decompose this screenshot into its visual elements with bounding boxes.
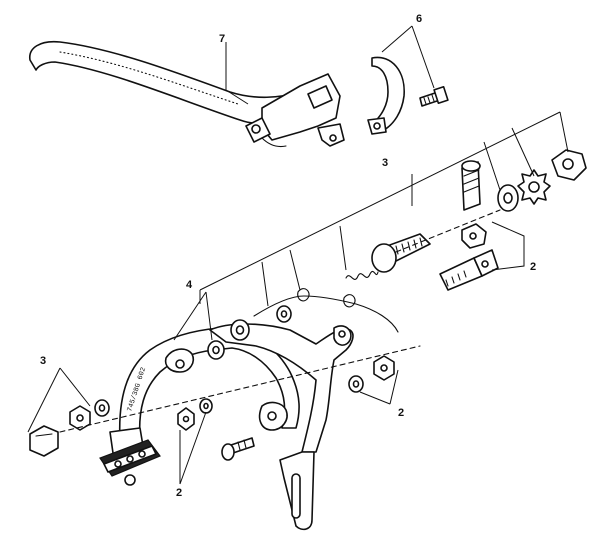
- washer-left: [94, 399, 110, 417]
- front-caliper-arm: [118, 327, 300, 441]
- washer-right-lower: [348, 375, 364, 393]
- washer-row4-a: [207, 340, 225, 360]
- square-nut-upper: [461, 223, 487, 249]
- acorn-nut-left: [29, 425, 59, 457]
- cable-anchor: [439, 249, 499, 291]
- acorn-nut-upper: [551, 149, 587, 181]
- callout-washers-left: 3: [40, 355, 46, 367]
- pivot-bolt: [461, 160, 481, 211]
- leader-lines: [27, 25, 569, 485]
- hex-nut-left: [69, 405, 91, 431]
- brake-lever: [29, 40, 345, 148]
- handlebar-clamp: [367, 56, 405, 135]
- clamp-bolt: [419, 85, 449, 107]
- spring-small: [345, 270, 379, 280]
- hex-nut-right-lower: [373, 355, 395, 381]
- callout-springs: 4: [186, 279, 193, 291]
- washer-mid: [199, 398, 213, 414]
- brake-shoe-holder: [99, 427, 161, 486]
- tension-wire: [253, 288, 399, 333]
- rear-caliper-arm: [209, 323, 354, 531]
- callout-nuts-bottom-right: 2: [398, 407, 404, 419]
- callout-shaft-assembly: 3: [382, 157, 388, 169]
- washer-row4-b: [230, 319, 250, 341]
- callout-nuts-bottom-mid: 2: [176, 487, 182, 499]
- callout-lever: 7: [219, 33, 225, 45]
- shoe-bolt: [221, 437, 255, 461]
- star-washer: [517, 169, 551, 205]
- hex-nut-mid: [177, 407, 195, 431]
- washer-row4-c: [276, 305, 292, 323]
- callout-clamp: 6: [416, 13, 422, 25]
- callout-nuts-right: 2: [530, 261, 536, 273]
- adjuster-barrel: [371, 233, 431, 273]
- washer-upper: [497, 184, 519, 212]
